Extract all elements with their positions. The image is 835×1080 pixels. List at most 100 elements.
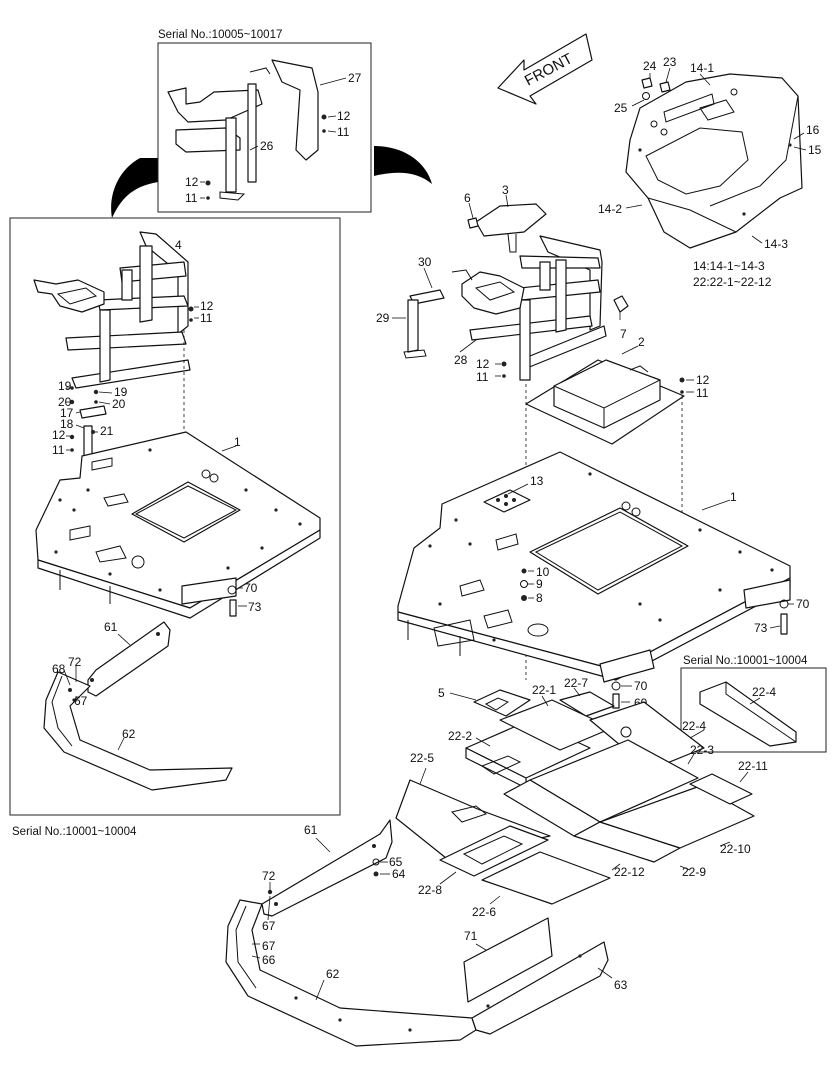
label-63: 63 — [614, 978, 628, 992]
group-note-22: 22:22-1~22-12 — [693, 275, 772, 289]
label-66: 66 — [262, 953, 276, 967]
label-73-right: 73 — [754, 621, 768, 635]
label-70-right-top: 70 — [796, 597, 810, 611]
label-22-7: 22-7 — [564, 676, 588, 690]
label-22-8: 22-8 — [418, 883, 442, 897]
floor-plate-left — [35, 431, 321, 619]
decorative-crescent-left — [111, 158, 158, 218]
label-15: 15 — [808, 143, 822, 157]
label-20a: 20 — [58, 395, 72, 409]
label-6: 6 — [464, 191, 471, 205]
label-18: 18 — [60, 417, 74, 431]
cover-71 — [463, 917, 553, 1003]
label-61-left: 61 — [104, 620, 118, 634]
label-22-4-inset: 22-4 — [752, 685, 776, 699]
label-22-1: 22-1 — [532, 683, 556, 697]
inset-top-leaders — [200, 77, 347, 199]
panel-61-right — [261, 819, 393, 917]
mat-22-4-inset — [699, 681, 797, 747]
inset-box-top — [157, 42, 372, 213]
label-22-2: 22-2 — [448, 729, 472, 743]
inset-box-right — [680, 667, 827, 753]
label-14-2: 14-2 — [598, 202, 622, 216]
label-9: 9 — [536, 577, 543, 591]
bolt-70-73-right — [779, 599, 789, 635]
label-19a: 19 — [58, 379, 72, 393]
label-22-5: 22-5 — [410, 751, 434, 765]
label-16: 16 — [806, 123, 820, 137]
inset-left-caption: Serial No.:10001~10004 — [12, 826, 137, 838]
label-22-9: 22-9 — [682, 865, 706, 879]
label-8: 8 — [536, 591, 543, 605]
label-21: 21 — [100, 424, 114, 438]
label-7: 7 — [620, 327, 627, 341]
label-3: 3 — [502, 183, 509, 197]
label-22-12: 22-12 — [614, 865, 645, 879]
bolt-69-70 — [611, 681, 621, 709]
seat-box-2 — [525, 359, 685, 445]
bumper-63 — [471, 941, 609, 1035]
label-72-left: 72 — [68, 655, 82, 669]
label-11-l1: 11 — [200, 311, 213, 325]
armrest-3 — [467, 203, 547, 253]
label-71: 71 — [464, 929, 478, 943]
inset-right-caption: Serial No.:10001~10004 — [683, 655, 808, 667]
label-30: 30 — [418, 255, 432, 269]
label-28: 28 — [454, 353, 468, 367]
label-2: 2 — [638, 335, 645, 349]
label-25: 25 — [614, 101, 628, 115]
label-12-top-l: 12 — [185, 175, 199, 189]
label-14-1: 14-1 — [690, 61, 714, 75]
label-14-3: 14-3 — [764, 237, 788, 251]
label-23: 23 — [663, 55, 677, 69]
label-1-left: 1 — [234, 435, 241, 449]
inset-top-caption: Serial No.:10005~10017 — [158, 29, 282, 41]
grille-13 — [483, 489, 531, 513]
label-67-right-2: 67 — [262, 939, 276, 953]
floor-plate-right — [397, 451, 791, 683]
label-11-top-l: 11 — [185, 191, 198, 205]
label-12-top-r: 12 — [337, 109, 351, 123]
label-17: 17 — [60, 406, 74, 420]
label-22-4: 22-4 — [682, 719, 706, 733]
label-29: 29 — [376, 311, 390, 325]
label-12-r2: 12 — [696, 373, 710, 387]
console-cover — [625, 73, 803, 249]
floor-mats — [395, 691, 755, 905]
label-65: 65 — [389, 855, 403, 869]
group-note-14: 14:14-1~14-3 — [693, 259, 765, 273]
label-67-right-1: 67 — [262, 919, 276, 933]
label-27: 27 — [348, 71, 362, 85]
label-22-6: 22-6 — [472, 905, 496, 919]
panel-61-left — [87, 621, 171, 697]
bumper-right-leaders — [251, 837, 613, 1001]
label-62-right: 62 — [326, 967, 340, 981]
label-73-left: 73 — [248, 600, 262, 614]
label-24: 24 — [643, 59, 657, 73]
label-11-r2: 11 — [696, 386, 709, 400]
bumper-62-left — [43, 671, 233, 791]
inset-box-left — [9, 217, 341, 816]
label-12-l1: 12 — [200, 299, 214, 313]
label-64: 64 — [392, 867, 406, 881]
label-22-3: 22-3 — [690, 743, 714, 757]
decorative-crescent-right — [374, 146, 432, 184]
bracket-29-30 — [403, 289, 445, 359]
label-61-right: 61 — [304, 823, 318, 837]
label-26: 26 — [260, 139, 274, 153]
label-11-top-r: 11 — [337, 125, 350, 139]
bolts-8-10 — [520, 568, 528, 601]
bracket-leaders — [66, 387, 113, 451]
bracket-5 — [473, 689, 531, 717]
seat-frame-left — [33, 231, 191, 389]
label-12-r1: 12 — [476, 357, 490, 371]
label-11-l2: 11 — [52, 443, 65, 457]
front-arrow: FRONT — [497, 33, 593, 105]
label-62-left: 62 — [122, 727, 136, 741]
label-20b: 20 — [112, 397, 126, 411]
label-19b: 19 — [114, 385, 128, 399]
label-68: 68 — [52, 662, 66, 676]
label-22-10: 22-10 — [720, 842, 751, 856]
label-12-l2: 12 — [52, 428, 66, 442]
